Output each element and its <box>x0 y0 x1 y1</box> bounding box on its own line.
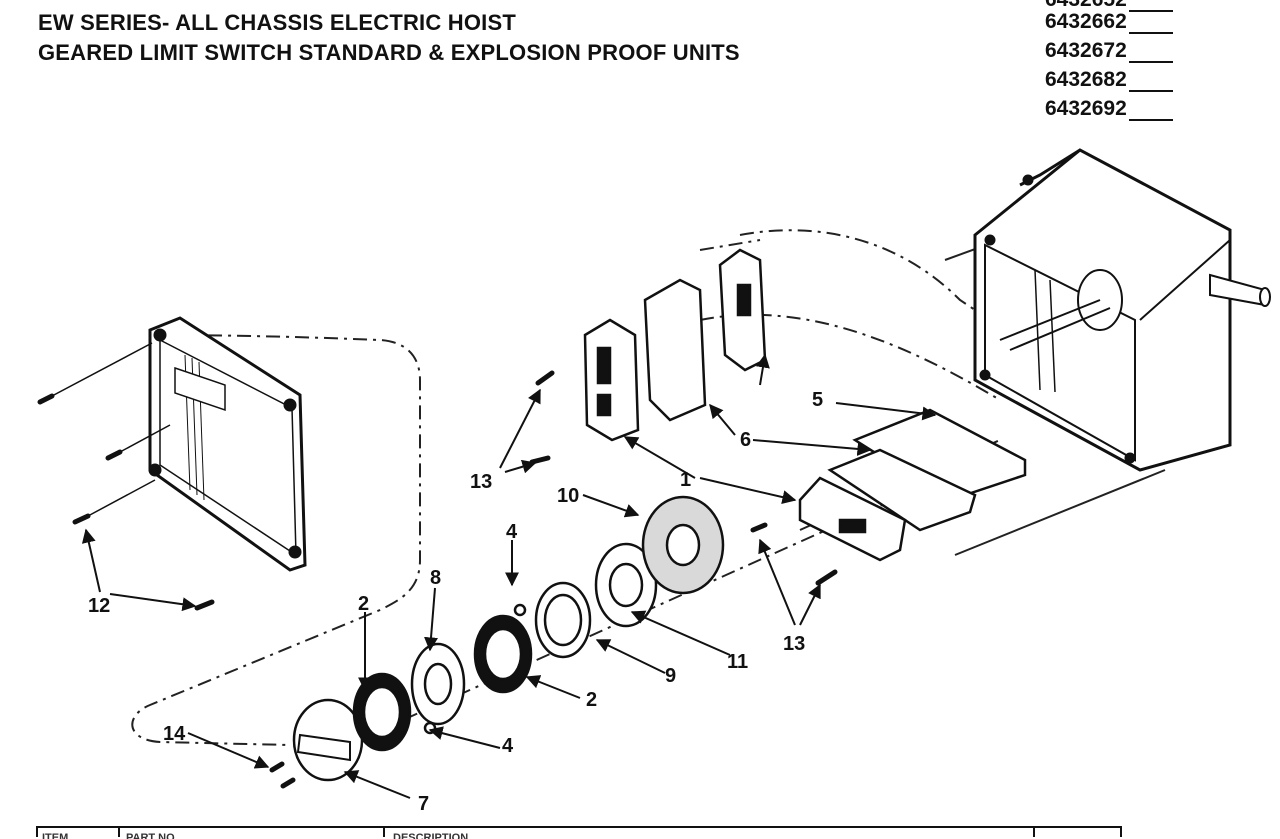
callout-13-upper: 13 <box>470 471 492 493</box>
part-number-2: 6432662 <box>1045 10 1173 34</box>
callout-13-lower: 13 <box>783 633 805 655</box>
diagram-subtitle: GEARED LIMIT SWITCH STANDARD & EXPLOSION… <box>38 40 740 65</box>
bracket-upper <box>643 248 767 422</box>
callout-4-top: 4 <box>506 521 518 543</box>
callout-14: 14 <box>163 723 186 745</box>
callout-12: 12 <box>88 595 110 617</box>
diagram-title: EW SERIES- ALL CHASSIS ELECTRIC HOIST <box>38 10 516 35</box>
part-number-3: 6432672 <box>1045 39 1173 63</box>
limit-switch-upper <box>583 318 640 442</box>
callout-labels: 1 2 2 4 4 5 6 7 8 9 10 11 12 13 13 14 <box>88 389 823 815</box>
callout-4-bottom: 4 <box>502 735 514 757</box>
callout-10: 10 <box>557 485 579 507</box>
leader-lines <box>81 353 937 799</box>
part-number-4: 6432682 <box>1045 68 1173 92</box>
callout-2-right: 2 <box>586 689 597 711</box>
shaft-components <box>292 495 725 782</box>
callout-5: 5 <box>812 389 823 411</box>
parts-table-header: ITEM PART NO. DESCRIPTION <box>36 826 1122 839</box>
callout-11: 11 <box>727 651 748 673</box>
callout-9: 9 <box>665 665 676 687</box>
cover-screws <box>37 393 215 611</box>
gear-housing <box>973 148 1271 472</box>
callout-1: 1 <box>680 469 691 491</box>
cover-screw-axes <box>51 342 171 517</box>
part-number-5: 6432692 <box>1045 97 1173 121</box>
table-header-description: DESCRIPTION <box>393 832 469 839</box>
set-screws <box>269 761 296 789</box>
limit-switch-lower <box>798 476 907 562</box>
cover-plate <box>148 316 307 572</box>
callout-2-left: 2 <box>358 593 369 615</box>
callout-6: 6 <box>740 429 751 451</box>
part-number-1: 6432652 <box>1045 0 1173 12</box>
callout-8: 8 <box>430 567 441 589</box>
callout-7: 7 <box>418 793 429 815</box>
table-header-item: ITEM <box>42 832 69 839</box>
table-header-part-no: PART NO. <box>126 832 178 839</box>
